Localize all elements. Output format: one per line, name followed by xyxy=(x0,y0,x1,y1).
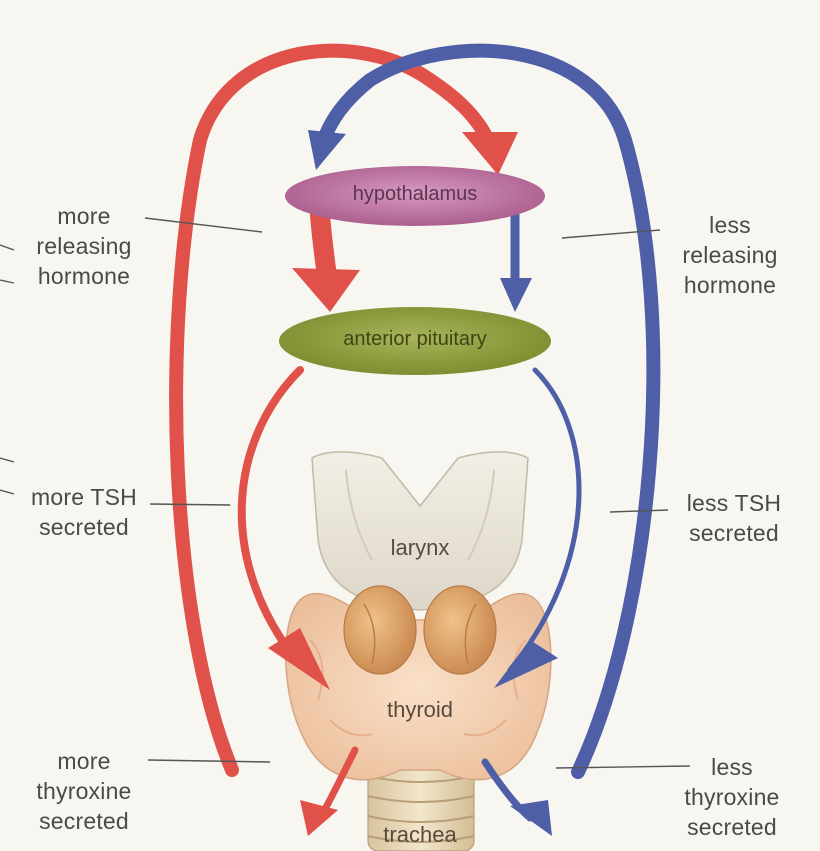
blue-thyroxine-arrowhead xyxy=(510,800,552,836)
leader-more-thyroxine xyxy=(148,760,270,762)
larynx-illustration xyxy=(312,452,528,610)
red-releasing-arrowhead xyxy=(292,268,360,312)
leader-left-edge-1 xyxy=(0,245,14,250)
red-thyroxine-arrowhead xyxy=(300,800,338,836)
leader-less-tsh xyxy=(610,510,668,512)
anterior-pituitary-label: anterior pituitary xyxy=(305,328,525,351)
leader-left-edge-2 xyxy=(0,280,14,283)
thyroid-label: thyroid xyxy=(355,697,485,723)
trachea-label: trachea xyxy=(360,822,480,848)
more-thyroxine-secreted-label: more thyroxine secreted xyxy=(14,746,154,836)
leader-left-edge-4 xyxy=(0,490,14,494)
less-releasing-hormone-label: less releasing hormone xyxy=(660,210,800,300)
blue-releasing-arrowhead xyxy=(500,278,532,312)
larynx-label: larynx xyxy=(360,535,480,561)
leader-left-edge-3 xyxy=(0,458,14,462)
more-tsh-secreted-label: more TSH secreted xyxy=(14,482,154,542)
red-outer-arrowhead xyxy=(462,132,518,175)
leader-more-tsh xyxy=(150,504,230,505)
blue-outer-arrowhead xyxy=(308,130,346,170)
more-releasing-hormone-label: more releasing hormone xyxy=(14,201,154,291)
less-tsh-secreted-label: less TSH secreted xyxy=(664,488,804,548)
hypothalamus-label: hypothalamus xyxy=(315,183,515,206)
less-thyroxine-secreted-label: less thyroxine secreted xyxy=(662,752,802,842)
leader-more-releasing xyxy=(145,218,262,232)
